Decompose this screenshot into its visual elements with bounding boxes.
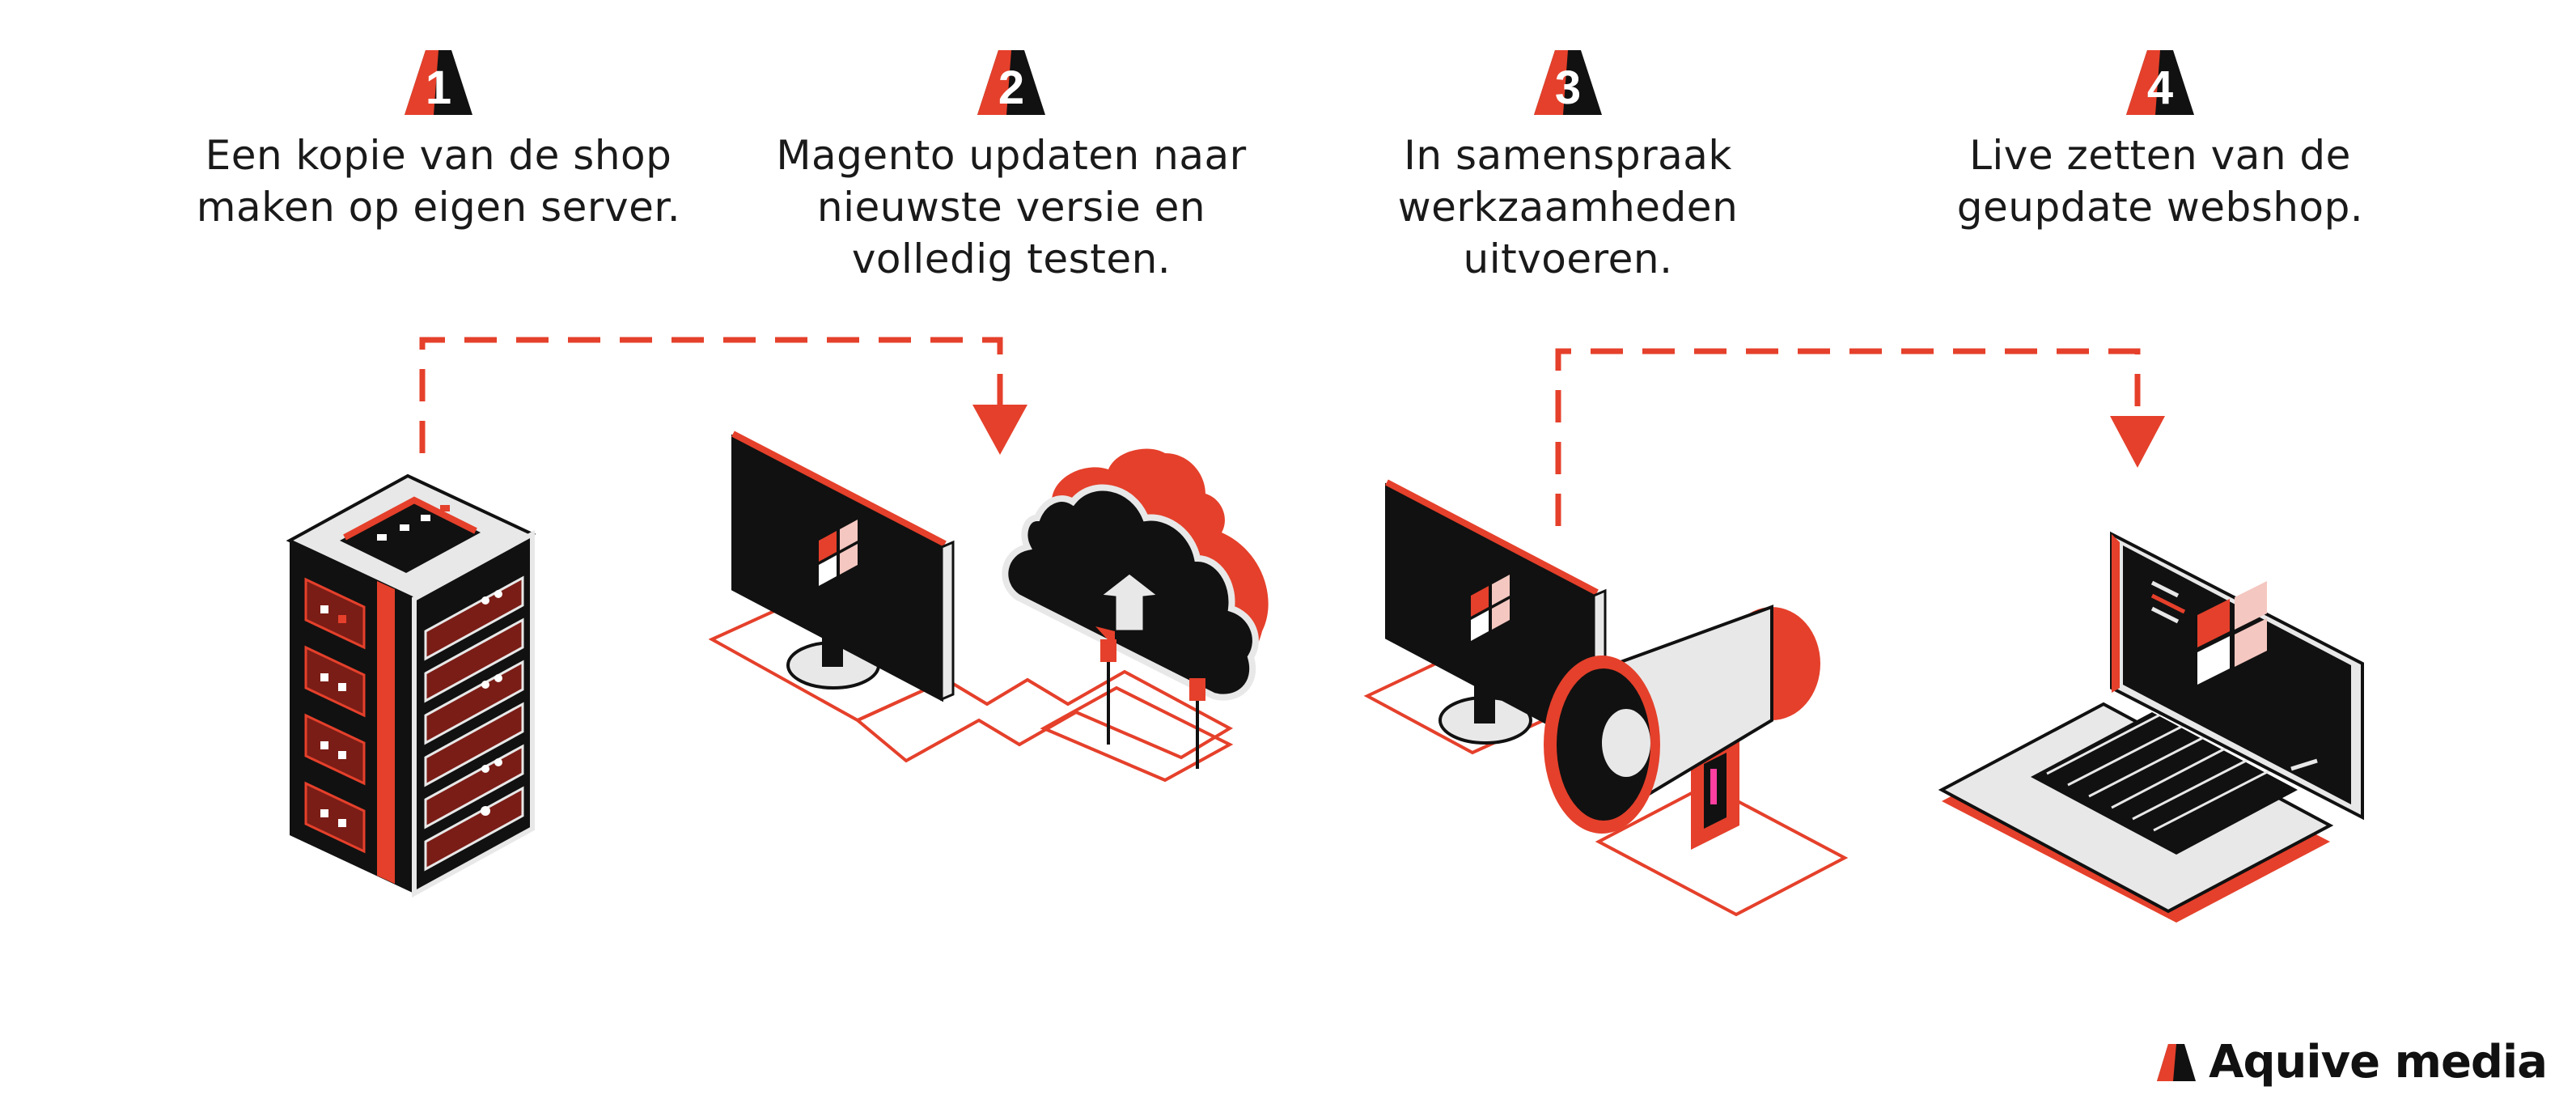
- step-1: 1 Een kopie van de shop maken op eigen s…: [147, 49, 730, 233]
- monitor-icon: [708, 431, 1234, 763]
- step-1-description: Een kopie van de shop maken op eigen ser…: [196, 132, 681, 231]
- step-4-badge-icon: 4: [2126, 50, 2194, 115]
- laptop-icon: [1938, 531, 2364, 923]
- step-4: 4 Live zetten van de geupdate webshop.: [1869, 49, 2451, 233]
- server-icon: [286, 473, 536, 898]
- brand-logo: Aquive media: [2155, 1036, 2548, 1088]
- step-4-description: Live zetten van de geupdate webshop.: [1956, 132, 2364, 231]
- step-1-badge-icon: 1: [405, 50, 472, 115]
- connector-arrow-1: [419, 337, 1027, 455]
- step-3-number: 3: [1555, 62, 1581, 114]
- cloud-upload-icon: [1002, 448, 1269, 783]
- megaphone-icon: [1544, 605, 1849, 917]
- step-2-badge-icon: 2: [977, 50, 1045, 115]
- step-2: 2 Magento updaten naar nieuwste versie e…: [720, 49, 1303, 285]
- monitor-icon-2: [1363, 479, 1607, 755]
- brand-name: Aquive media: [2209, 1036, 2548, 1088]
- step-3: 3 In samenspraak werkzaamheden uitvoeren…: [1277, 49, 1859, 285]
- step-2-number: 2: [998, 62, 1024, 114]
- step-1-number: 1: [426, 62, 451, 114]
- step-4-number: 4: [2147, 62, 2173, 114]
- step-2-description: Magento updaten naar nieuwste versie en …: [776, 132, 1247, 282]
- step-3-description: In samenspraak werkzaamheden uitvoeren.: [1397, 132, 1739, 282]
- aquive-logo-icon: [2157, 1043, 2197, 1081]
- connector-arrow-2: [1555, 348, 2165, 526]
- step-3-badge-icon: 3: [1534, 50, 1602, 115]
